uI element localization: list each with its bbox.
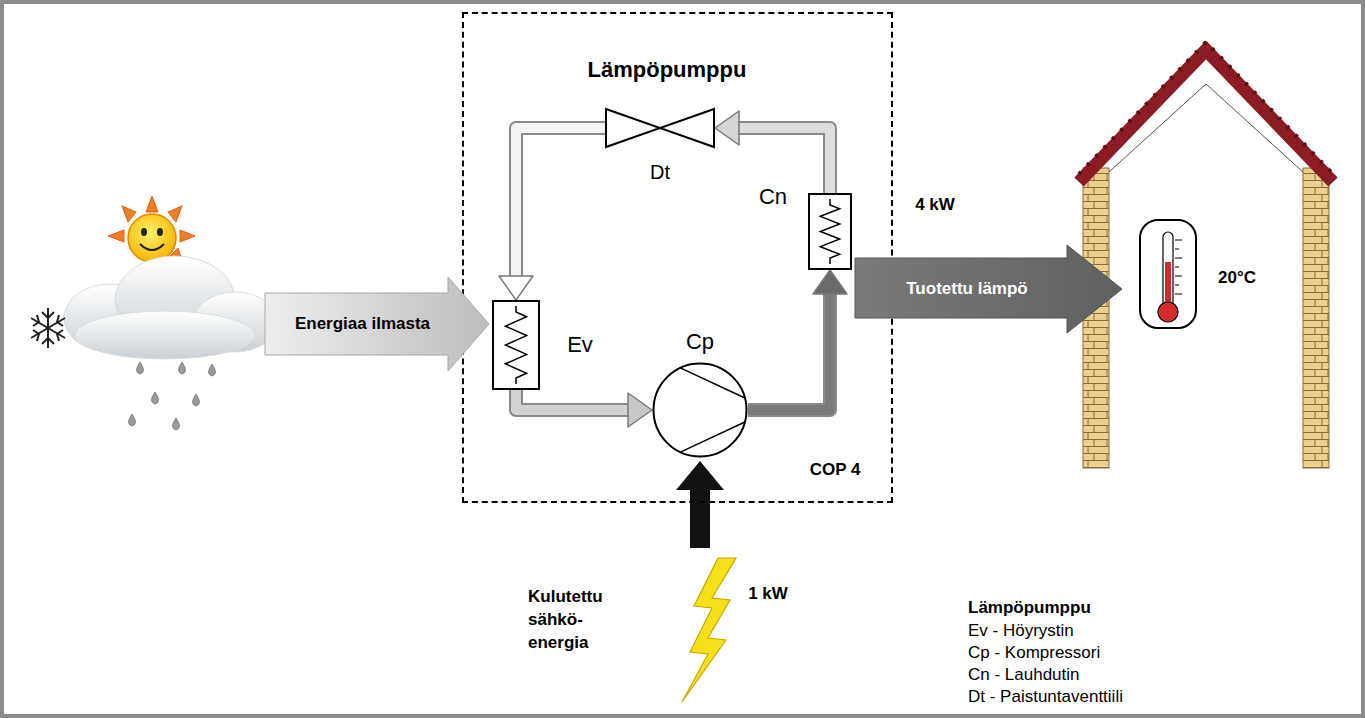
rain-drops — [129, 362, 216, 430]
legend-line: Ev - Höyrystin — [968, 621, 1074, 641]
cloud-icon — [64, 256, 277, 359]
cop-value: COP 4 — [810, 460, 861, 480]
house-outline — [1075, 40, 1337, 472]
part-code: Dt — [650, 160, 670, 184]
flow-arrow — [499, 128, 605, 300]
condenser-box: Cn — [808, 193, 852, 270]
heat-pump-housing: DtEvCpCnLämpöpumppuCOP 4 — [462, 12, 893, 503]
part-code: Cn — [759, 184, 787, 210]
energy-note: Kulutettu sähkö- energia — [528, 586, 623, 655]
compressor-symbol-outline — [652, 362, 748, 458]
arrow-text: Energiaa ilmasta — [295, 314, 430, 334]
energy-in-arrow: Energiaa ilmasta — [265, 276, 490, 372]
flow-arrow — [516, 390, 652, 427]
flow-arrow — [715, 111, 830, 193]
housing-title: Lämpöpumppu — [588, 57, 747, 83]
evaporator-box: Ev — [492, 300, 540, 390]
legend-line: Cn - Lauhdutin — [968, 665, 1080, 685]
arrow-text: Tuotettu lämpö — [906, 279, 1028, 299]
legend-title: Lämpöpumppu — [968, 598, 1091, 618]
condenser-box-outline — [808, 193, 852, 270]
power-value: 4 kW — [915, 195, 955, 215]
temperature: 20°C — [1218, 268, 1256, 288]
legend-line: Dt - Paistuntaventtiili — [968, 687, 1123, 707]
power-arrow — [676, 461, 724, 548]
legend-line: Cp - Kompressori — [968, 643, 1100, 663]
part-code: Ev — [567, 332, 593, 358]
lightning-icon — [682, 558, 736, 702]
expansion-valve: Dt — [605, 108, 715, 148]
snowflake-icon — [31, 308, 65, 348]
expansion-valve-outline — [605, 108, 715, 148]
part-code: Cp — [686, 329, 714, 355]
house: 20°C — [1075, 40, 1337, 472]
sun-icon — [108, 196, 195, 266]
compressor-symbol: Cp — [652, 362, 748, 458]
flow-arrow — [748, 270, 847, 410]
evaporator-box-outline — [492, 300, 540, 390]
heat-out-arrow: Tuotettu lämpö — [855, 244, 1123, 334]
power-value: 1 kW — [748, 584, 788, 604]
